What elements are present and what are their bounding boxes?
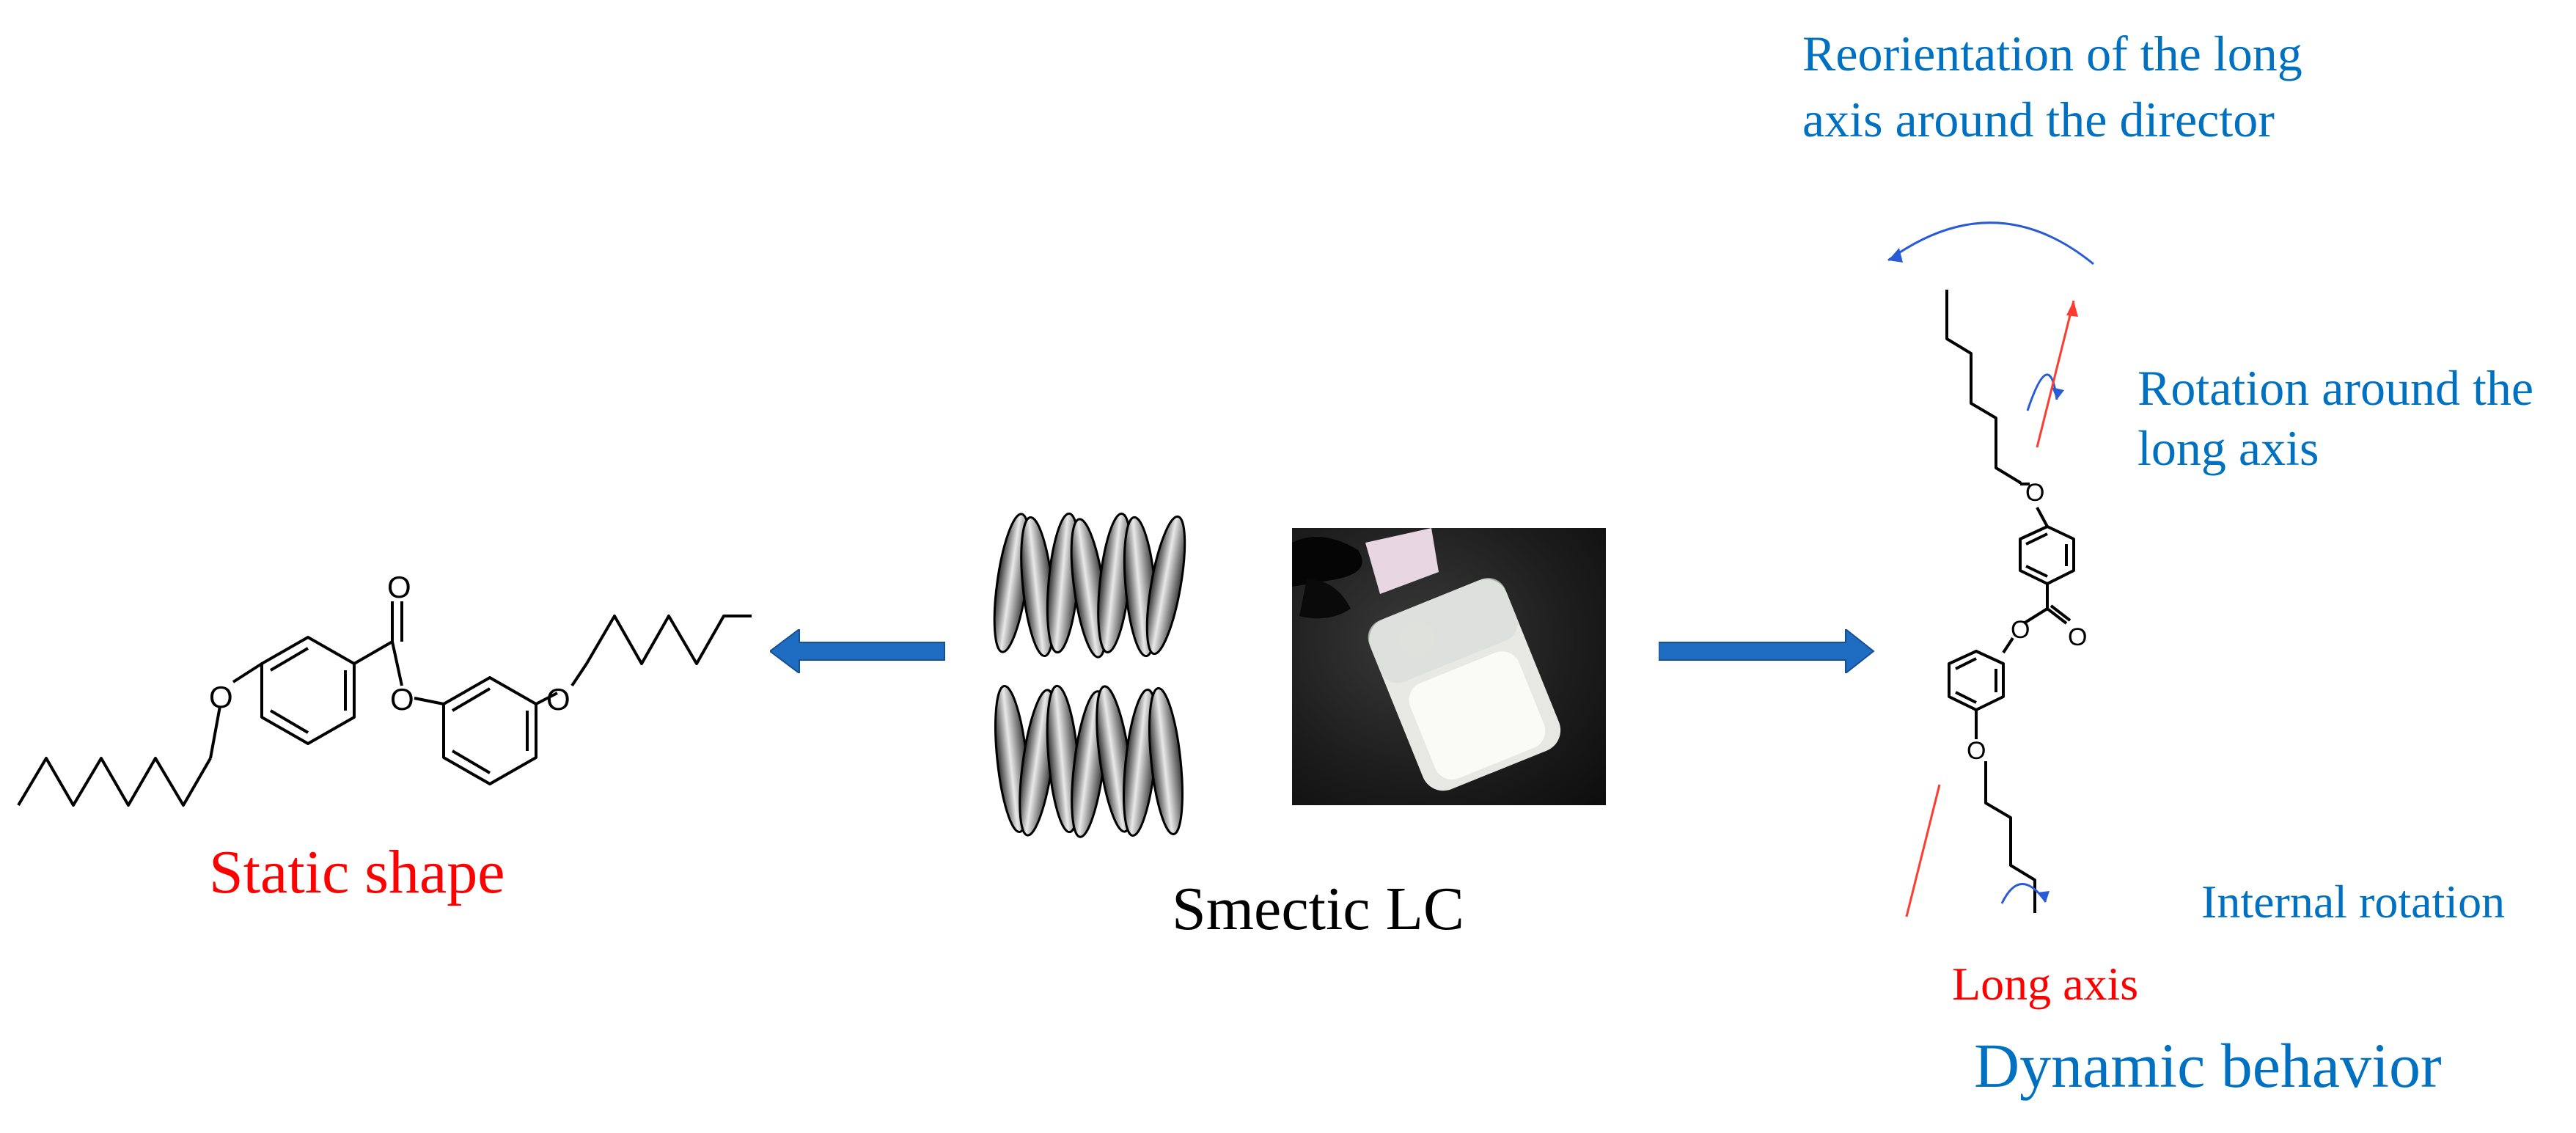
- dynamic-behavior-label: Dynamic behavior: [1974, 1030, 2442, 1101]
- rotation-label: Rotation around the long axis: [2138, 360, 2534, 476]
- left-arrow-icon: [770, 629, 945, 673]
- oxygen-atom-v-carbonyl: O: [2068, 623, 2087, 651]
- oxygen-atom-v1: O: [2025, 479, 2044, 507]
- right-arrow-icon: [1659, 629, 1875, 673]
- vial-photo: [1292, 528, 1606, 805]
- reorientation-label: Reorientation of the long axis around th…: [1802, 26, 2302, 147]
- oxygen-atom-ester: O: [390, 682, 414, 716]
- internal-rotation-label: Internal rotation: [2201, 876, 2506, 928]
- oxygen-atom-1: O: [209, 680, 233, 714]
- smectic-lc-label: Smectic LC: [1172, 875, 1464, 943]
- oxygen-atom-2: O: [546, 682, 570, 716]
- static-shape-label: Static shape: [209, 838, 505, 906]
- oxygen-atom-v-ester: O: [2011, 616, 2030, 644]
- oxygen-atom-v2: O: [1967, 737, 1986, 765]
- long-axis-label: Long axis: [1952, 958, 2139, 1010]
- ellipsoid-stack-icon: [993, 512, 1186, 838]
- oxygen-atom-carbonyl: O: [387, 570, 411, 604]
